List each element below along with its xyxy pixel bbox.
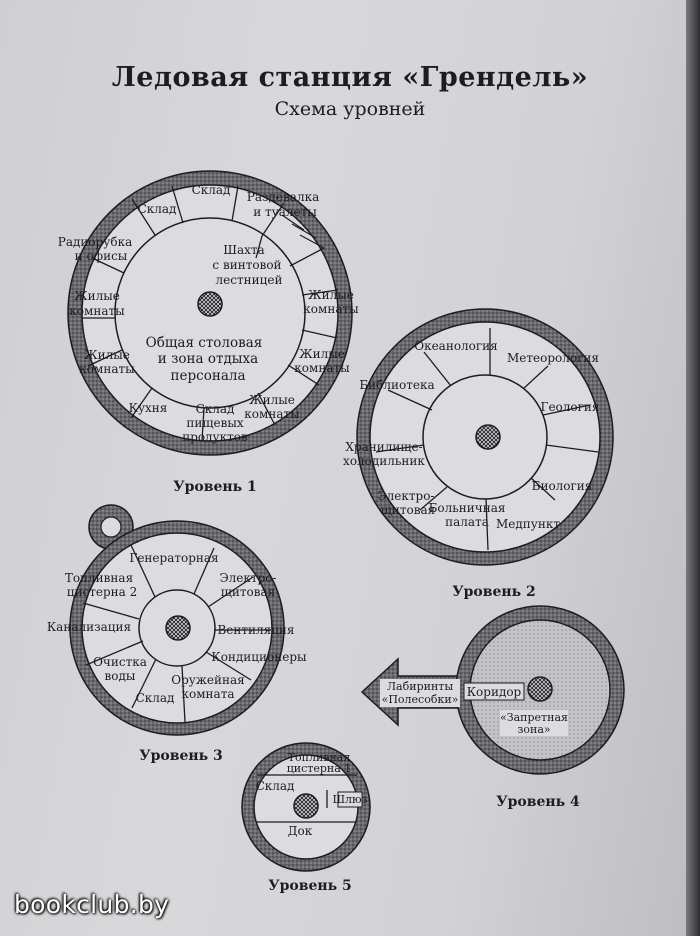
level-1-partitions [82, 185, 339, 442]
l1-sklad-top: Склад [192, 183, 231, 197]
l2-elektroshchit-1: Электро- [377, 489, 434, 503]
l1-shakhta-2: с винтовой [212, 258, 281, 272]
l3-ochistka-1: Очистка [93, 655, 147, 669]
page-edge-shadow [686, 0, 700, 936]
l1-shakhta-1: Шахта [223, 243, 264, 257]
l4-zapretnaya-1: «Запретная [500, 711, 568, 724]
level-5-airlock-box [337, 791, 363, 808]
l1-sklad-pishch-3: продуктов [182, 430, 248, 444]
page-title: Ледовая станция «Грендель» [111, 62, 589, 93]
watermark: bookclub.by [14, 890, 170, 919]
l1-shakhta-3: лестницей [216, 273, 283, 287]
level-4-diagram: Лабиринты «Полесобки» Коридор «Запретная… [360, 605, 625, 810]
l5-toplivnaya-2: цистерна 1 [287, 762, 352, 775]
l1-zhilye-r1-1: Жилые [308, 288, 354, 302]
l5-toplivnaya-1: Топливная [288, 751, 351, 764]
l1-zhilye-r3-2: комнаты [244, 407, 300, 421]
l3-toplivnaya-1: Топливная [65, 571, 133, 585]
level-4-shaft [527, 676, 553, 702]
l3-ventilyatsiya: Вентиляция [217, 623, 294, 637]
l2-biblioteka: Библиотека [359, 378, 434, 392]
l1-razdevalka-1: Раздевалка [247, 190, 319, 204]
l3-toplivnaya-2: цистерна 2 [67, 585, 137, 599]
l2-khranilishche-1: Хранилище- [345, 440, 422, 454]
level-4-labyrinth-box [380, 679, 460, 707]
l2-biologiya: Биология [532, 479, 593, 493]
level-4-zone-label-box [500, 710, 568, 736]
l3-kanalizatsiya: Канализация [47, 620, 131, 634]
level-4-label: Уровень 4 [496, 794, 580, 810]
l2-bolnichnaya-2: палата [445, 515, 489, 529]
l3-konditsionery: Кондиционеры [211, 650, 307, 664]
l2-khranilishche-2: холодильник [343, 454, 425, 468]
level-3-annex-inner [100, 516, 122, 538]
l1-zhilye-r3-1: Жилые [249, 393, 295, 407]
level-3-label: Уровень 3 [139, 748, 223, 764]
l2-bolnichnaya-1: Больничная [429, 501, 506, 515]
l1-kukhnya: Кухня [129, 401, 168, 415]
level-2-label: Уровень 2 [452, 584, 536, 600]
l1-sklad-pishch-2: пищевых [186, 416, 244, 430]
l2-meteorologiya: Метеорология [507, 351, 599, 365]
l3-oruzheynaya-1: Оружейная [171, 673, 244, 687]
l1-sklad-left: Склад [138, 202, 177, 216]
level-5-diagram: Топливная цистерна 1 Склад Шлюз Док Уров… [241, 742, 371, 894]
l4-labirinty-2: «Полесобки» [382, 693, 459, 706]
level-3-partitions [82, 544, 271, 723]
l1-sklad-pishch-1: Склад [196, 402, 235, 416]
l3-sklad: Склад [136, 691, 175, 705]
level-1-diagram: Склад Склад Раздевалка и туалеты Радиору… [58, 170, 359, 495]
level-5-label: Уровень 5 [268, 878, 352, 894]
l5-shlyuz: Шлюз [332, 793, 367, 806]
l5-dok: Док [288, 824, 313, 838]
page-subtitle: Схема уровней [274, 98, 426, 120]
l1-zhilye-r1-2: комнаты [303, 302, 359, 316]
level-2-partitions [375, 328, 599, 551]
l1-zhilye-r2-1: Жилые [299, 347, 345, 361]
l1-zhilye-l2-2: комнаты [79, 362, 135, 376]
level-5-shaft [293, 793, 319, 819]
level-1-label: Уровень 1 [173, 479, 257, 495]
level-3-diagram: Генераторная Топливная цистерна 2 Электр… [47, 504, 307, 764]
l3-elektroshchit-1: Электро- [219, 571, 276, 585]
l1-stolovaya-1: Общая столовая [146, 335, 263, 351]
l1-zhilye-r2-2: комнаты [294, 361, 350, 375]
l1-radiorubka-1: Радиорубка [58, 235, 132, 249]
l1-zhilye-l1-2: комнаты [69, 304, 125, 318]
level-2-diagram: Океанология Метеорология Библиотека Геол… [343, 308, 614, 600]
level-3-shaft [165, 615, 191, 641]
l3-ochistka-2: воды [105, 669, 136, 683]
l1-razdevalka-2: и туалеты [253, 205, 317, 219]
l4-zapretnaya-2: зона» [517, 723, 550, 736]
l1-stolovaya-2: и зона отдыха [158, 351, 258, 367]
level-1-toilet-stalls [281, 214, 325, 249]
l3-generatornaya: Генераторная [129, 551, 218, 565]
l3-elektroshchit-2: щитовая [221, 585, 276, 599]
l2-geologiya: Геология [541, 400, 600, 414]
l1-stolovaya-3: персонала [171, 368, 246, 384]
l5-sklad: Склад [256, 779, 295, 793]
l2-medpunkt: Медпункт [496, 517, 560, 531]
l1-zhilye-l2-1: Жилые [84, 348, 130, 362]
level-1-shaft [197, 291, 223, 317]
l3-oruzheynaya-2: комната [181, 687, 234, 701]
l1-zhilye-l1-1: Жилые [74, 289, 120, 303]
l4-labirinty-1: Лабиринты [387, 680, 453, 693]
level-5-partitions [256, 774, 357, 823]
l2-elektroshchit-2: щитовая [381, 503, 436, 517]
l2-okeanologiya: Океанология [414, 339, 498, 353]
level-2-shaft [475, 424, 501, 450]
l4-koridor: Коридор [467, 685, 522, 699]
level-4-corridor-box [463, 682, 525, 701]
l1-radiorubka-2: и офисы [75, 249, 128, 263]
